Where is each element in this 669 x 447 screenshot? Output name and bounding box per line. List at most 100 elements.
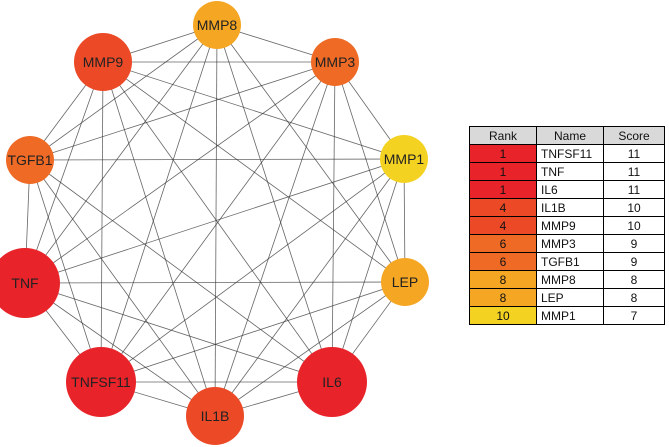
edge-mmp1-tgfb1 xyxy=(29,158,405,161)
edge-mmp1-mmp9 xyxy=(102,61,405,160)
name-cell: TNF xyxy=(536,162,604,181)
score-cell: 10 xyxy=(603,198,665,217)
edge-il1b-tnf xyxy=(24,282,216,417)
score-column-header: Score xyxy=(603,126,665,145)
score-cell: 11 xyxy=(603,162,665,181)
edge-tnfsf11-tgfb1 xyxy=(29,159,102,383)
rank-cell: 1 xyxy=(469,180,537,199)
edge-mmp3-tnfsf11 xyxy=(100,61,336,383)
rank-cell: 4 xyxy=(469,198,537,217)
edge-lep-tnf xyxy=(24,281,406,284)
rank-cell: 1 xyxy=(469,162,537,181)
edge-mmp8-il6 xyxy=(216,24,333,383)
rank-cell: 10 xyxy=(469,306,537,325)
edge-lep-tnfsf11 xyxy=(100,281,406,383)
node-label: LEP xyxy=(392,274,418,290)
node-mmp9: MMP9 xyxy=(74,33,132,91)
node-label: MMP3 xyxy=(315,54,356,70)
node-circle xyxy=(380,135,428,183)
table-row: 1 TNFSF11 11 xyxy=(469,144,665,163)
rank-cell: 8 xyxy=(469,288,537,307)
edge-mmp1-il1b xyxy=(214,158,405,417)
table-header-row: Rank Name Score xyxy=(469,126,665,145)
edge-tnf-mmp9 xyxy=(24,61,104,284)
node-circle xyxy=(6,136,54,184)
node-circle xyxy=(74,33,132,91)
score-cell: 7 xyxy=(603,306,665,325)
name-cell: LEP xyxy=(536,288,604,307)
node-circle xyxy=(381,258,429,306)
name-cell: TGFB1 xyxy=(536,252,604,271)
rank-cell: 8 xyxy=(469,270,537,289)
rank-cell: 1 xyxy=(469,144,537,163)
name-cell: IL1B xyxy=(536,198,604,217)
node-circle xyxy=(193,1,241,49)
node-mmp1: MMP1 xyxy=(380,135,428,183)
name-cell: MMP1 xyxy=(536,306,604,325)
node-label: TNF xyxy=(11,275,38,291)
node-circle xyxy=(297,347,367,417)
edge-tnfsf11-mmp9 xyxy=(100,61,104,383)
node-tnf: TNF xyxy=(0,248,60,318)
node-il6: IL6 xyxy=(297,347,367,417)
table-row: 8 LEP 8 xyxy=(469,288,665,307)
node-circle xyxy=(311,38,359,86)
name-cell: MMP9 xyxy=(536,216,604,235)
score-cell: 10 xyxy=(603,216,665,235)
table-row: 6 MMP3 9 xyxy=(469,234,665,253)
name-cell: IL6 xyxy=(536,180,604,199)
node-label: MMP8 xyxy=(197,17,238,33)
table-row: 10 MMP1 7 xyxy=(469,306,665,325)
edge-il6-mmp9 xyxy=(102,61,333,383)
node-label: TGFB1 xyxy=(7,152,52,168)
score-cell: 8 xyxy=(603,270,665,289)
node-label: IL6 xyxy=(322,374,342,390)
name-column-header: Name xyxy=(536,126,604,145)
table-row: 1 TNF 11 xyxy=(469,162,665,181)
edge-lep-il1b xyxy=(214,281,406,417)
node-label: MMP1 xyxy=(384,151,425,167)
edge-mmp1-tnf xyxy=(24,158,405,284)
name-cell: MMP8 xyxy=(536,270,604,289)
edge-mmp1-il6 xyxy=(331,158,405,383)
node-mmp3: MMP3 xyxy=(311,38,359,86)
node-circle xyxy=(0,248,60,318)
score-cell: 8 xyxy=(603,288,665,307)
score-cell: 11 xyxy=(603,144,665,163)
edge-mmp3-tnf xyxy=(24,61,336,284)
edge-il6-tgfb1 xyxy=(29,159,333,383)
node-label: TNFSF11 xyxy=(71,374,131,390)
edge-mmp3-lep xyxy=(334,61,406,283)
node-tgfb1: TGFB1 xyxy=(6,136,54,184)
name-cell: TNFSF11 xyxy=(536,144,604,163)
node-circle xyxy=(66,347,136,417)
node-label: MMP9 xyxy=(83,54,124,70)
score-cell: 9 xyxy=(603,252,665,271)
rank-column-header: Rank xyxy=(469,126,537,145)
node-tnfsf11: TNFSF11 xyxy=(66,347,136,417)
edge-mmp8-tgfb1 xyxy=(29,24,218,161)
node-label: IL1B xyxy=(201,408,230,424)
edge-il6-tnf xyxy=(24,282,333,383)
rank-cell: 6 xyxy=(469,252,537,271)
node-il1b: IL1B xyxy=(186,387,244,445)
edge-mmp8-lep xyxy=(216,24,406,283)
hub-gene-ranking-table: Rank Name Score 1 TNFSF11 11 1 TNF 11 1 … xyxy=(469,126,665,325)
edge-lep-mmp9 xyxy=(102,61,406,283)
edge-mmp8-tnf xyxy=(24,24,218,284)
table-row: 8 MMP8 8 xyxy=(469,270,665,289)
node-circle xyxy=(186,387,244,445)
rank-cell: 4 xyxy=(469,216,537,235)
edge-il1b-tgfb1 xyxy=(29,159,216,417)
edge-mmp3-il6 xyxy=(331,61,336,383)
rank-cell: 6 xyxy=(469,234,537,253)
table-row: 4 IL1B 10 xyxy=(469,198,665,217)
score-cell: 11 xyxy=(603,180,665,199)
name-cell: MMP3 xyxy=(536,234,604,253)
table-row: 4 MMP9 10 xyxy=(469,216,665,235)
node-mmp8: MMP8 xyxy=(193,1,241,49)
edge-il1b-mmp9 xyxy=(102,61,216,417)
node-lep: LEP xyxy=(381,258,429,306)
